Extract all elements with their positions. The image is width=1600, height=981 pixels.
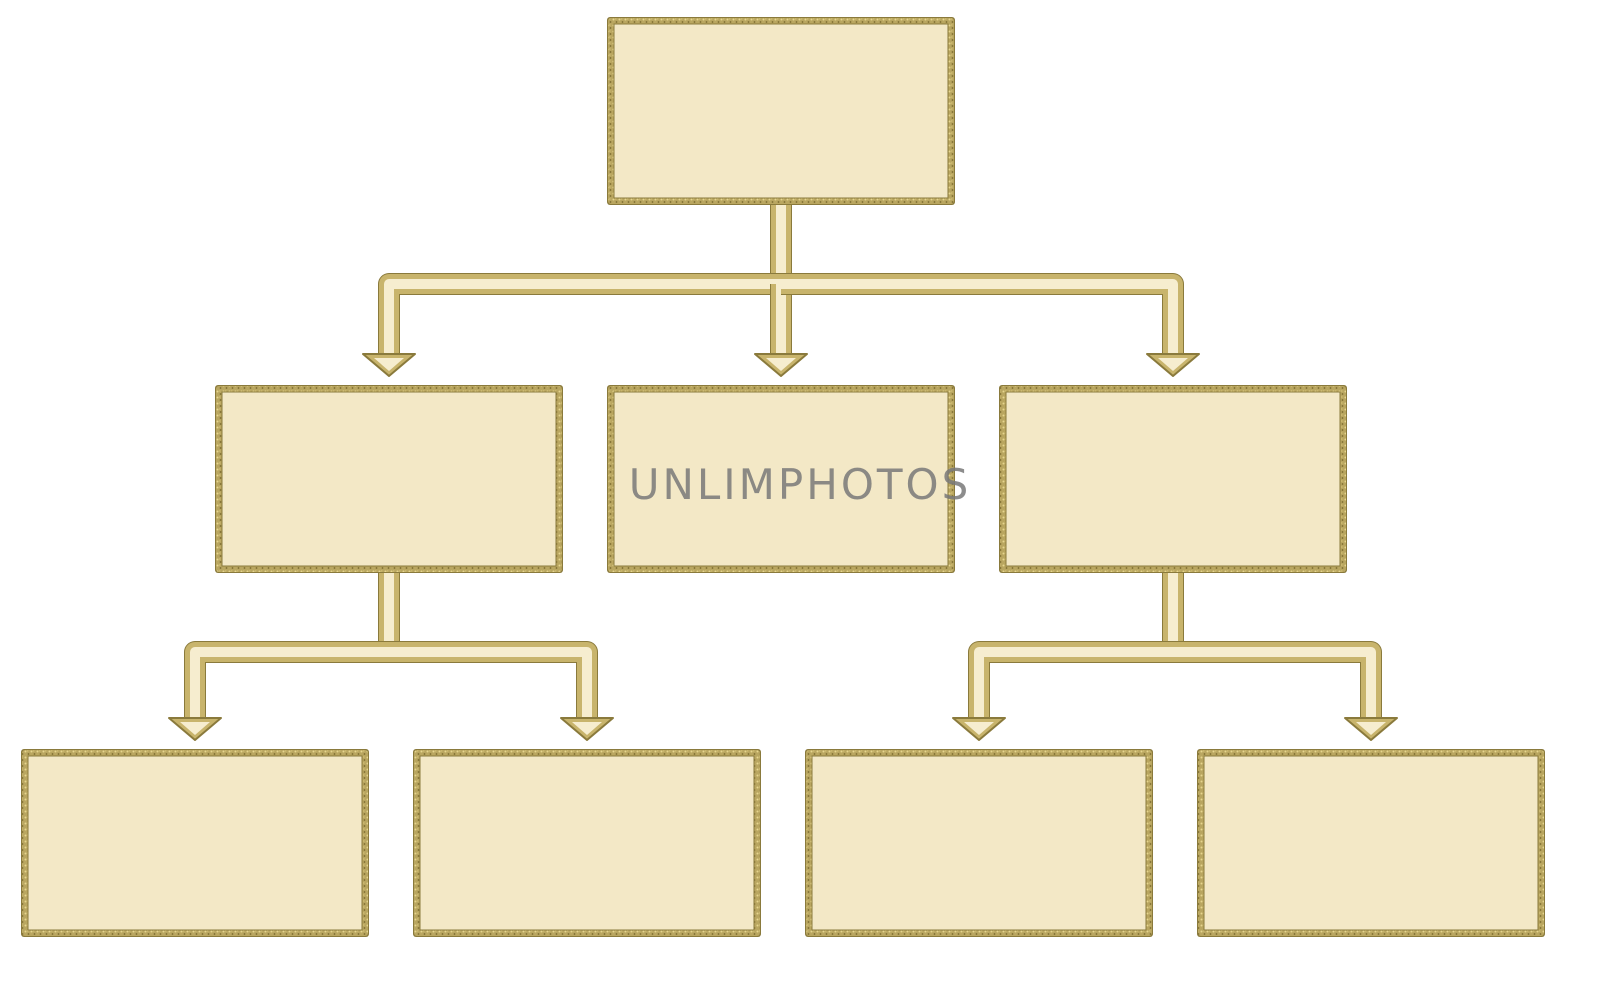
arrow-head-2-2 [560, 717, 614, 741]
connectors-layer [168, 204, 1398, 741]
arrow-head-1-2 [754, 353, 808, 377]
connector-branch-2-2 [389, 641, 598, 720]
arrow-head-3-2 [1344, 717, 1398, 741]
box-level2-center [607, 385, 955, 573]
connector-branch-3-2 [1173, 641, 1382, 720]
box-root [607, 17, 955, 205]
arrow-head-1-1 [362, 353, 416, 377]
arrow-head-2-1 [168, 717, 222, 741]
box-level3-1 [21, 749, 369, 937]
box-level3-3 [805, 749, 1153, 937]
connector-branch-1-3 [781, 273, 1184, 356]
box-level2-left [215, 385, 563, 573]
connector-branch-1-1 [378, 273, 781, 356]
arrow-head-3-1 [952, 717, 1006, 741]
box-level2-right [999, 385, 1347, 573]
connector-branch-2-1 [184, 641, 389, 720]
arrow-head-1-3 [1146, 353, 1200, 377]
box-level3-2 [413, 749, 761, 937]
box-level3-4 [1197, 749, 1545, 937]
boxes-layer [21, 17, 1545, 937]
connector-branch-3-1 [968, 641, 1173, 720]
